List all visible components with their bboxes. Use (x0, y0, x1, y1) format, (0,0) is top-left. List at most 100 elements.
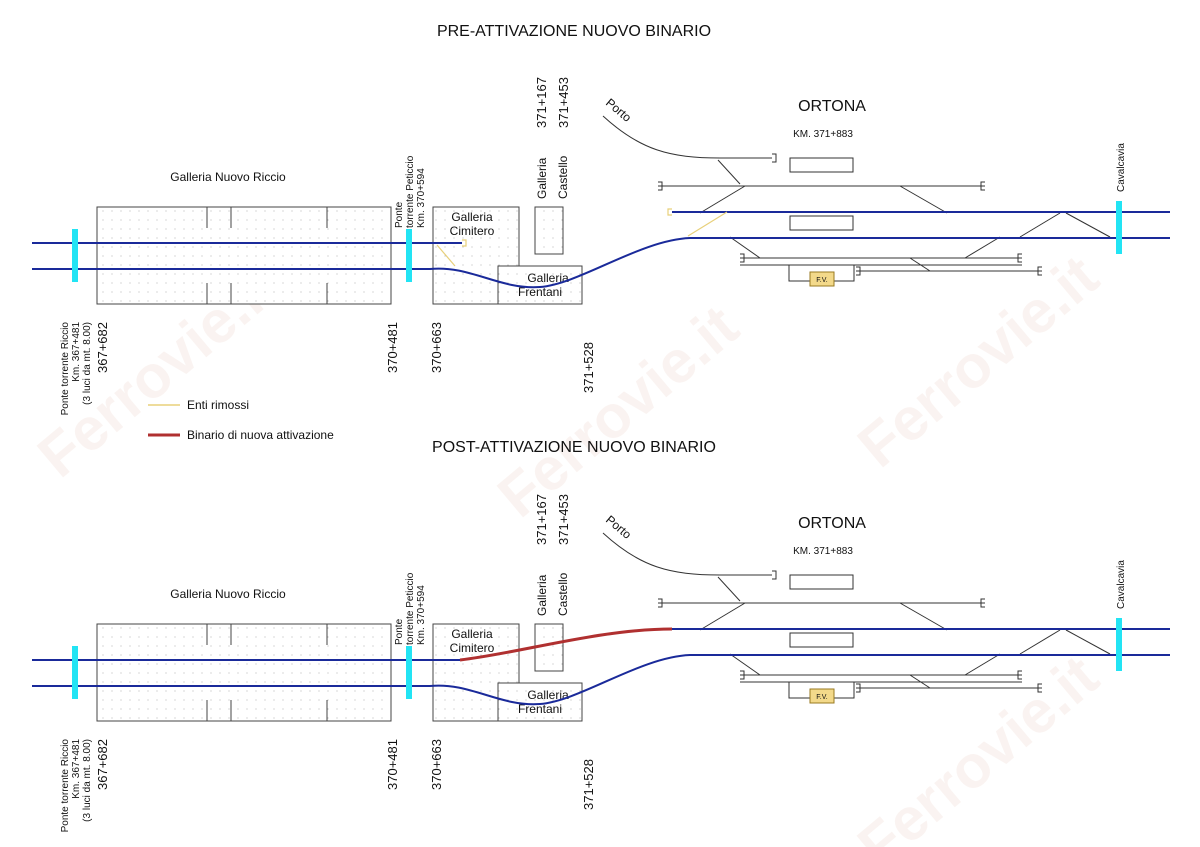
label-ponte-riccio-3: (3 luci da mt. 8.00) (82, 322, 93, 405)
track-switch (899, 185, 948, 214)
fv-label: F.V. (816, 694, 827, 701)
track-porto (602, 532, 772, 576)
bridge-riccio (72, 229, 78, 282)
km-marker-top: 371+453 (556, 77, 571, 128)
main-track-lower (32, 237, 1170, 289)
track-porto (602, 115, 772, 159)
track-switch (1065, 212, 1111, 238)
station-name: ORTONA (798, 98, 866, 115)
bridge-cavalcavia (1116, 618, 1122, 671)
fv-building (809, 688, 835, 704)
fv-building (809, 271, 835, 287)
label-ponte-peticcio-2: torrente Peticcio (405, 155, 416, 228)
station-name: ORTONA (798, 515, 866, 532)
track-switch (1019, 212, 1061, 238)
track-switch (699, 602, 746, 631)
legend-label-removed: Enti rimossi (187, 398, 249, 412)
buffer-stop-icon (980, 181, 985, 191)
panel-post-activation: POST-ATTIVAZIONE NUOVO BINARIO Galleria N… (32, 439, 1170, 832)
new-track (459, 627, 673, 662)
track-switch (909, 257, 931, 272)
label-galleria-frentani-1: Galleria (527, 688, 569, 702)
panel-pre-activation: PRE-ATTIVAZIONE NUOVO BINARIO Galleria Nu… (32, 23, 1170, 415)
track-switch (699, 185, 746, 214)
track-switch (899, 602, 948, 631)
bridge-peticcio (406, 229, 412, 282)
watermark: Ferrovie.it (485, 292, 750, 530)
label-galleria-castello-1: Galleria (535, 574, 549, 616)
bridge-cavalcavia (1116, 201, 1122, 254)
label-ponte-peticcio-3: Km. 370+594 (416, 585, 427, 645)
km-marker-bottom: 371+528 (581, 759, 596, 810)
removed-buffer-stop (462, 239, 467, 247)
watermark: Ferrovie.it (845, 642, 1110, 847)
removed-switch (436, 244, 456, 267)
station-platform-building (789, 574, 854, 590)
track-switch (717, 159, 741, 185)
label-galleria-cimitero-2: Cimitero (450, 641, 495, 655)
panel-title: PRE-ATTIVAZIONE NUOVO BINARIO (437, 23, 711, 40)
label-ponte-peticcio-3: Km. 370+594 (416, 168, 427, 228)
buffer-stop-icon (658, 598, 663, 608)
legend: Enti rimossi Binario di nuova attivazion… (148, 398, 334, 442)
label-galleria-frentani-1: Galleria (527, 271, 569, 285)
label-galleria-nuovo-riccio: Galleria Nuovo Riccio (170, 170, 286, 184)
label-ponte-riccio-1: Ponte torrente Riccio (60, 739, 71, 833)
station-platform-building (789, 632, 854, 648)
buffer-stop-icon (856, 683, 861, 693)
buffer-stop-icon (980, 598, 985, 608)
track-switch (964, 653, 1001, 676)
buffer-stop-icon (1037, 683, 1042, 693)
buffer-stop-icon (1037, 266, 1042, 276)
label-galleria-castello-2: Castello (556, 572, 570, 616)
km-marker-top: 371+167 (534, 494, 549, 545)
bridge-peticcio (406, 646, 412, 699)
label-cavalcavia: Cavalcavia (1116, 143, 1127, 192)
km-marker-bottom: 367+682 (95, 739, 110, 790)
label-galleria-castello-1: Galleria (535, 157, 549, 199)
buffer-stop-icon (772, 153, 777, 163)
km-marker-bottom: 367+682 (95, 322, 110, 373)
station-platform-building (789, 157, 854, 173)
label-ponte-riccio-1: Ponte torrente Riccio (60, 322, 71, 416)
panel-title: POST-ATTIVAZIONE NUOVO BINARIO (432, 439, 716, 456)
fv-label: F.V. (816, 277, 827, 284)
label-ponte-peticcio-1: Ponte (394, 618, 405, 645)
label-galleria-nuovo-riccio: Galleria Nuovo Riccio (170, 587, 286, 601)
buffer-stop-icon (772, 570, 777, 580)
km-marker-top: 371+167 (534, 77, 549, 128)
tunnel-nuovo-riccio (96, 623, 392, 722)
legend-label-new-track: Binario di nuova attivazione (187, 428, 334, 442)
km-marker-bottom: 370+481 (385, 739, 400, 790)
station-platform-building (789, 215, 854, 231)
track-switch (909, 674, 931, 689)
km-marker-top: 371+453 (556, 494, 571, 545)
track-switch (717, 576, 741, 602)
label-ponte-riccio-2: Km. 367+481 (71, 322, 82, 382)
track-switch (729, 653, 761, 676)
label-galleria-frentani-2: Frentani (518, 702, 562, 716)
km-marker-bottom: 370+481 (385, 322, 400, 373)
label-ponte-peticcio-2: torrente Peticcio (405, 572, 416, 645)
label-galleria-cimitero-2: Cimitero (450, 224, 495, 238)
label-galleria-castello-2: Castello (556, 155, 570, 199)
label-galleria-frentani-2: Frentani (518, 285, 562, 299)
track-switch (1019, 629, 1061, 655)
track-switch (729, 236, 761, 259)
label-ponte-riccio-3: (3 luci da mt. 8.00) (82, 739, 93, 822)
label-ponte-peticcio-1: Ponte (394, 201, 405, 228)
track-switch (964, 236, 1001, 259)
buffer-stop-icon (658, 181, 663, 191)
km-marker-bottom: 370+663 (429, 322, 444, 373)
label-ponte-riccio-2: Km. 367+481 (71, 739, 82, 799)
km-marker-bottom: 370+663 (429, 739, 444, 790)
removed-switch (687, 211, 728, 237)
bridge-riccio (72, 646, 78, 699)
tunnel-castello (534, 206, 564, 255)
label-galleria-cimitero-1: Galleria (451, 627, 493, 641)
main-track-lower (32, 654, 1170, 706)
label-cavalcavia: Cavalcavia (1116, 560, 1127, 609)
label-galleria-cimitero-1: Galleria (451, 210, 493, 224)
station-km: KM. 371+883 (793, 546, 853, 557)
